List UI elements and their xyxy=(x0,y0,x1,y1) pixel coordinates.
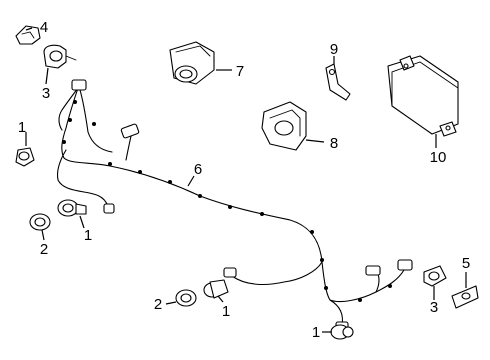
callout-label: 1 xyxy=(18,119,26,136)
bezel-part-bottom-center xyxy=(175,289,197,307)
callout-label: 4 xyxy=(40,19,48,36)
sensor-part-left xyxy=(15,147,35,167)
callout-label: 9 xyxy=(330,41,338,58)
control-module-part-10 xyxy=(387,55,459,137)
callout-label: 8 xyxy=(330,135,338,152)
holder-part-8 xyxy=(261,101,307,151)
callout-label: 5 xyxy=(462,255,470,272)
callout-label: 2 xyxy=(40,241,48,258)
callout-label: 3 xyxy=(42,85,50,102)
callout-label: 1 xyxy=(84,227,92,244)
sensor-part-left-mid xyxy=(57,199,87,217)
callout-label: 10 xyxy=(430,149,447,166)
bezel-part-left xyxy=(29,213,51,231)
bracket-part-9 xyxy=(325,63,351,101)
callout-label: 7 xyxy=(236,63,244,80)
callout-label: 2 xyxy=(154,296,162,313)
callout-label: 1 xyxy=(222,303,230,320)
bracket-part-5 xyxy=(451,285,479,309)
callout-label: 3 xyxy=(430,299,438,316)
wiring-harness xyxy=(56,79,413,332)
sensor-part-bottom-center xyxy=(203,279,229,299)
callout-labels: 1 1 1 1 2 2 3 3 4 5 6 7 8 9 10 xyxy=(18,19,470,341)
sensor-part-bottom xyxy=(330,324,354,340)
callout-label: 6 xyxy=(194,161,202,178)
sensor-holder-part-upper xyxy=(43,44,77,69)
clip-part xyxy=(15,25,41,45)
callout-label: 1 xyxy=(312,324,320,341)
sensor-part-7 xyxy=(169,41,215,85)
leader-lines xyxy=(25,27,467,333)
sensor-holder-part-right xyxy=(423,265,447,287)
